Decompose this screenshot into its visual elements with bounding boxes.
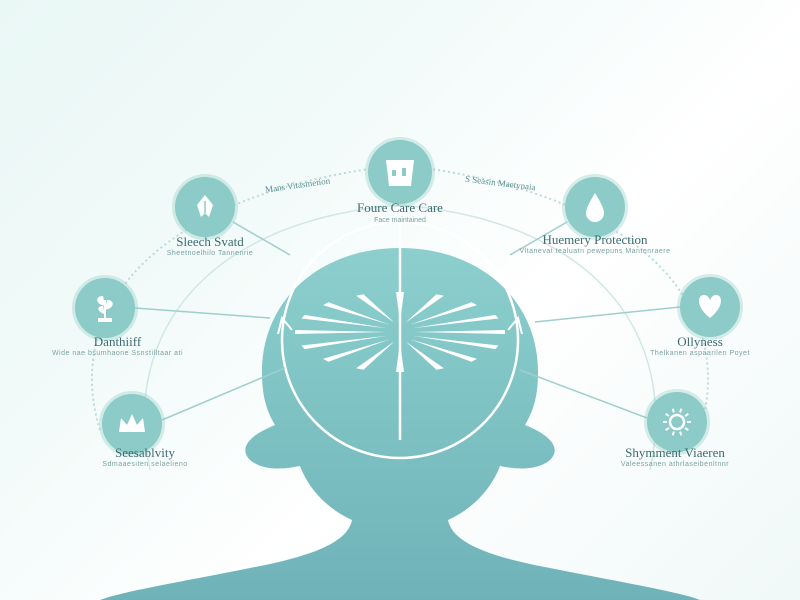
- connector-sensitivity: [161, 367, 286, 421]
- water-drop-icon: [586, 193, 604, 222]
- node-label-shimmer-vitamin: Shymment Viaeren Valeessanen athrlaseibe…: [575, 445, 775, 468]
- node-desc: Sheetnoelhilo Tannenrie: [166, 250, 254, 257]
- sunburst-icon: [295, 292, 505, 372]
- node-title: Ollyness: [677, 334, 723, 349]
- node-label-scalp-shield: Sleech Svatd Sheetnoelhilo Tannenrie: [150, 234, 270, 257]
- node-desc: Valeessanen athrlaseibenltnnr: [620, 461, 730, 468]
- connector-dandruff: [134, 307, 271, 319]
- node-title: Sleech Svatd: [176, 234, 244, 249]
- node-title: Seesablvity: [115, 445, 175, 460]
- node-label-sensitivity: Seesablvity Sdmaaesiten selaelieno: [70, 445, 220, 468]
- sunburst-ray: [322, 339, 391, 362]
- connector-oilyness: [534, 306, 681, 323]
- sunburst-ray: [409, 302, 478, 325]
- crown-icon: [119, 414, 145, 432]
- node-desc: Thelkanen aspaarilen Poyet: [650, 350, 750, 357]
- node-dandruff[interactable]: [72, 275, 138, 341]
- node-circle: [644, 389, 710, 455]
- sunburst-ray: [412, 335, 499, 350]
- center-node[interactable]: [365, 137, 435, 207]
- center-title: Foure Care Care: [357, 200, 443, 215]
- node-label-oilyness: Ollyness Thelkanen aspaarilen Poyet: [625, 334, 775, 357]
- node-sensitivity[interactable]: [99, 391, 165, 457]
- node-desc: Wide nae bsumhaone Ssnstilltaar ati: [51, 350, 184, 357]
- sunburst-ray: [396, 342, 404, 372]
- node-icons: [72, 174, 743, 457]
- node-label-dandruff: Danthiiff Wide nae bsumhaone Ssnstilltaa…: [30, 334, 205, 357]
- inner-arc: [143, 204, 657, 471]
- sunburst-ray: [301, 335, 388, 350]
- node-desc: Vltanevat tealuatn pewepuns Mantenraere: [519, 248, 671, 255]
- arc-label-right: S Seasin Maetynaia: [465, 174, 537, 193]
- sunburst-ray: [356, 341, 395, 370]
- node-title: Shymment Viaeren: [625, 445, 725, 460]
- sunburst-ray: [412, 314, 499, 329]
- sunburst-ray: [301, 314, 388, 329]
- node-desc: Sdmaaesiten selaelieno: [102, 461, 188, 468]
- sunburst-ray: [405, 341, 444, 370]
- sunburst-ray: [409, 339, 478, 362]
- sunburst-ray: [295, 330, 386, 334]
- sunburst-ray: [356, 294, 395, 323]
- sun-icon: [663, 408, 691, 436]
- center-subtitle: Face maintained: [374, 217, 426, 224]
- cup-icon: [386, 160, 414, 186]
- node-label-hydration-protection: Huemery Protection Vltanevat tealuatn pe…: [510, 232, 680, 255]
- node-hydration-protection[interactable]: [562, 174, 628, 240]
- sunburst-ray: [322, 302, 391, 325]
- node-scalp-shield[interactable]: [172, 174, 238, 240]
- connector-hydration-protection: [509, 221, 568, 256]
- brain-arrow-right: [507, 315, 523, 335]
- connector-shimmer-vitamin: [519, 369, 648, 419]
- plant-icon: [97, 296, 113, 322]
- node-title: Danthiiff: [93, 334, 142, 349]
- arc-label-left: Mans Vitasmetion: [264, 175, 331, 194]
- node-title: Huemery Protection: [542, 232, 648, 247]
- node-oilyness[interactable]: [677, 274, 743, 340]
- sunburst-ray: [396, 292, 404, 322]
- connector-lines: [134, 221, 681, 421]
- leaf-icon: [197, 195, 213, 217]
- node-shimmer-vitamin[interactable]: [644, 389, 710, 455]
- heart-icon: [699, 295, 721, 318]
- sunburst-ray: [405, 294, 444, 323]
- sunburst-ray: [414, 330, 505, 334]
- connector-scalp-shield: [232, 221, 291, 256]
- brain-arrow-left: [277, 315, 293, 335]
